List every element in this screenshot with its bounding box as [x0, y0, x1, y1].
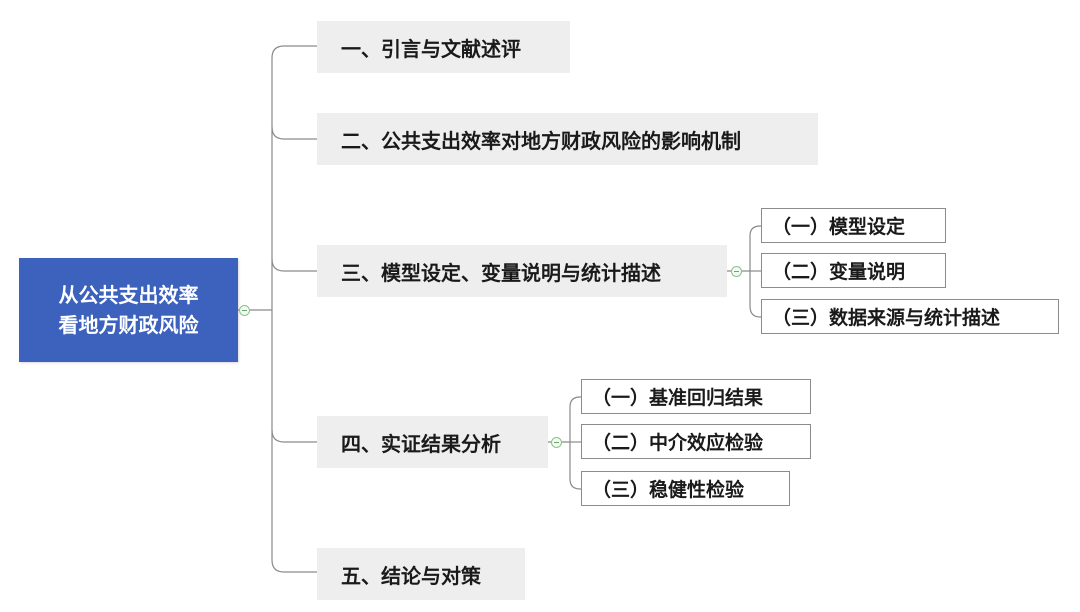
branch-1 [271, 45, 317, 573]
section-5-label: 五、结论与对策 [341, 563, 481, 588]
subtopic-3-2-label: （二）变量说明 [772, 261, 906, 283]
subtopic-3-3[interactable]: （三）数据来源与统计描述 [761, 299, 1059, 334]
branch-3 [271, 258, 317, 272]
subtopic-4-1[interactable]: （一）基准回归结果 [581, 379, 811, 414]
subtopic-4-3-label: （三）稳健性检验 [592, 479, 745, 501]
central-topic-line-2: 看地方财政风险 [58, 313, 199, 337]
section-4[interactable]: 四、实证结果分析 [317, 416, 548, 468]
collapse-toggle-icon[interactable] [239, 305, 250, 316]
subtopic-4-2-label: （二）中介效应检验 [592, 432, 764, 454]
subtopic-3-3-label: （三）数据来源与统计描述 [772, 307, 1001, 329]
central-topic-line-1: 从公共支出效率 [58, 283, 199, 307]
section-1[interactable]: 一、引言与文献述评 [317, 21, 570, 73]
section-5[interactable]: 五、结论与对策 [317, 548, 525, 600]
subtopic-4-1-label: （一）基准回归结果 [592, 387, 764, 409]
collapse-toggle-icon[interactable] [551, 437, 562, 448]
section-3[interactable]: 三、模型设定、变量说明与统计描述 [317, 245, 727, 297]
section-2[interactable]: 二、公共支出效率对地方财政风险的影响机制 [317, 113, 818, 165]
branch-2 [271, 126, 317, 140]
section-4-label: 四、实证结果分析 [341, 431, 501, 456]
subtopic-4-3[interactable]: （三）稳健性检验 [581, 471, 790, 506]
branch-4 [271, 429, 317, 443]
collapse-toggle-icon[interactable] [731, 266, 742, 277]
section-2-label: 二、公共支出效率对地方财政风险的影响机制 [341, 128, 741, 153]
section-1-label: 一、引言与文献述评 [341, 36, 521, 61]
central-topic[interactable]: 从公共支出效率 看地方财政风险 [19, 258, 238, 362]
subtopic-3-1-label: （一）模型设定 [772, 216, 906, 238]
subtopic-3-2[interactable]: （二）变量说明 [761, 253, 946, 288]
section-3-label: 三、模型设定、变量说明与统计描述 [341, 260, 661, 285]
sub-branch-4-1 [569, 396, 581, 490]
subtopic-3-1[interactable]: （一）模型设定 [761, 208, 946, 243]
subtopic-4-2[interactable]: （二）中介效应检验 [581, 424, 811, 459]
